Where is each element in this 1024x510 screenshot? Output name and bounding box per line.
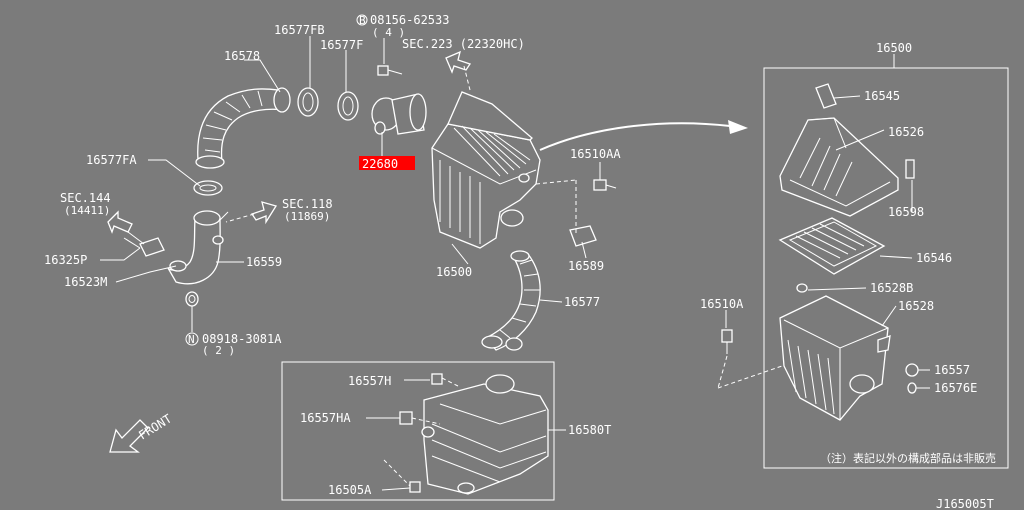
label-16325P: 16325P bbox=[44, 253, 87, 267]
lower-case-16528[interactable] bbox=[779, 295, 891, 421]
clamp-16577FA[interactable] bbox=[193, 180, 223, 196]
bolt-08156-62533[interactable] bbox=[377, 65, 403, 76]
exploded-view-frame bbox=[763, 67, 1009, 469]
label-16546: 16546 bbox=[916, 251, 952, 265]
clamp-16577FB[interactable] bbox=[297, 87, 319, 117]
air-flow-meter-22680[interactable] bbox=[371, 93, 427, 135]
label-16545: 16545 bbox=[864, 89, 900, 103]
grommet-16576E[interactable] bbox=[907, 382, 917, 394]
clamp-16577F[interactable] bbox=[337, 91, 359, 121]
label-16500-center: 16500 bbox=[436, 265, 472, 279]
label-sec144-sub: (14411) bbox=[64, 204, 110, 217]
label-16526: 16526 bbox=[888, 125, 924, 139]
label-16510AA: 16510AA bbox=[570, 147, 621, 161]
note-non-sale: （注）表記以外の構成部品は非販売 bbox=[820, 451, 996, 465]
explode-arrow bbox=[539, 120, 748, 151]
label-08156-qty: ( 4 ) bbox=[372, 26, 405, 39]
hose-16598[interactable] bbox=[905, 159, 915, 179]
label-16589: 16589 bbox=[568, 259, 604, 273]
label-22680[interactable]: 22680 bbox=[362, 157, 398, 171]
b-marker-letter: B bbox=[359, 14, 366, 27]
arrow-sec144 bbox=[107, 210, 133, 234]
grommet-16528B[interactable] bbox=[796, 283, 808, 293]
label-16577: 16577 bbox=[564, 295, 600, 309]
label-16598: 16598 bbox=[888, 205, 924, 219]
front-arrow bbox=[109, 419, 149, 453]
label-16577F: 16577F bbox=[320, 38, 363, 52]
label-16577FA: 16577FA bbox=[86, 153, 137, 167]
n-marker-letter: N bbox=[188, 333, 195, 346]
label-08156-62533: 08156-62533 bbox=[370, 13, 449, 27]
label-16577FB: 16577FB bbox=[274, 23, 325, 37]
label-16510A: 16510A bbox=[700, 297, 744, 311]
label-08918-3081A: 08918-3081A bbox=[202, 332, 282, 346]
label-16545-part[interactable] bbox=[815, 83, 837, 109]
label-16505A: 16505A bbox=[328, 483, 372, 497]
nut-08918-3081A[interactable] bbox=[185, 291, 199, 307]
label-16528B: 16528B bbox=[870, 281, 913, 295]
grommet-16557HA[interactable] bbox=[399, 411, 441, 438]
resonator-tube-16559[interactable] bbox=[167, 210, 224, 285]
duct-16577[interactable] bbox=[481, 250, 541, 351]
arrow-sec223 bbox=[445, 50, 472, 91]
filter-element-16546[interactable] bbox=[778, 217, 886, 275]
connector-16325P[interactable] bbox=[123, 231, 165, 257]
label-16523M: 16523M bbox=[64, 275, 107, 289]
label-sec118[interactable]: SEC.118 bbox=[282, 197, 333, 211]
label-08918-qty: ( 2 ) bbox=[202, 344, 235, 357]
resonator-16580T[interactable] bbox=[423, 374, 549, 495]
label-sec223[interactable]: SEC.223 (22320HC) bbox=[402, 37, 525, 51]
label-16528: 16528 bbox=[898, 299, 934, 313]
intake-duct-16578[interactable] bbox=[195, 87, 291, 169]
arrow-sec118 bbox=[225, 201, 278, 225]
leader-lines bbox=[100, 36, 930, 491]
label-sec144[interactable]: SEC.144 bbox=[60, 191, 111, 205]
highlight-22680 bbox=[359, 156, 415, 170]
label-16500-box: 16500 bbox=[876, 41, 912, 55]
air-cleaner-16500[interactable] bbox=[431, 91, 541, 249]
bolt-16510AA[interactable] bbox=[593, 179, 617, 191]
resonator-group-frame bbox=[281, 361, 555, 501]
label-16557H: 16557H bbox=[348, 374, 391, 388]
n-marker bbox=[185, 332, 199, 346]
label-front: FRONT bbox=[136, 412, 174, 443]
label-16557HA: 16557HA bbox=[300, 411, 351, 425]
label-16578: 16578 bbox=[224, 49, 260, 63]
label-16559: 16559 bbox=[246, 255, 282, 269]
grommet-16557H[interactable] bbox=[431, 373, 459, 387]
clip-16589[interactable] bbox=[569, 225, 597, 247]
b-marker bbox=[356, 14, 368, 26]
grommet-16557[interactable] bbox=[905, 363, 919, 377]
label-sec118-sub: (11869) bbox=[284, 210, 330, 223]
bolt-16510A[interactable] bbox=[721, 329, 733, 354]
label-16576E: 16576E bbox=[934, 381, 977, 395]
label-16580T: 16580T bbox=[568, 423, 611, 437]
bolt-16505A[interactable] bbox=[383, 459, 421, 493]
label-16557: 16557 bbox=[934, 363, 970, 377]
diagram-id: J165005T bbox=[936, 497, 994, 510]
cover-16526[interactable] bbox=[779, 117, 899, 217]
